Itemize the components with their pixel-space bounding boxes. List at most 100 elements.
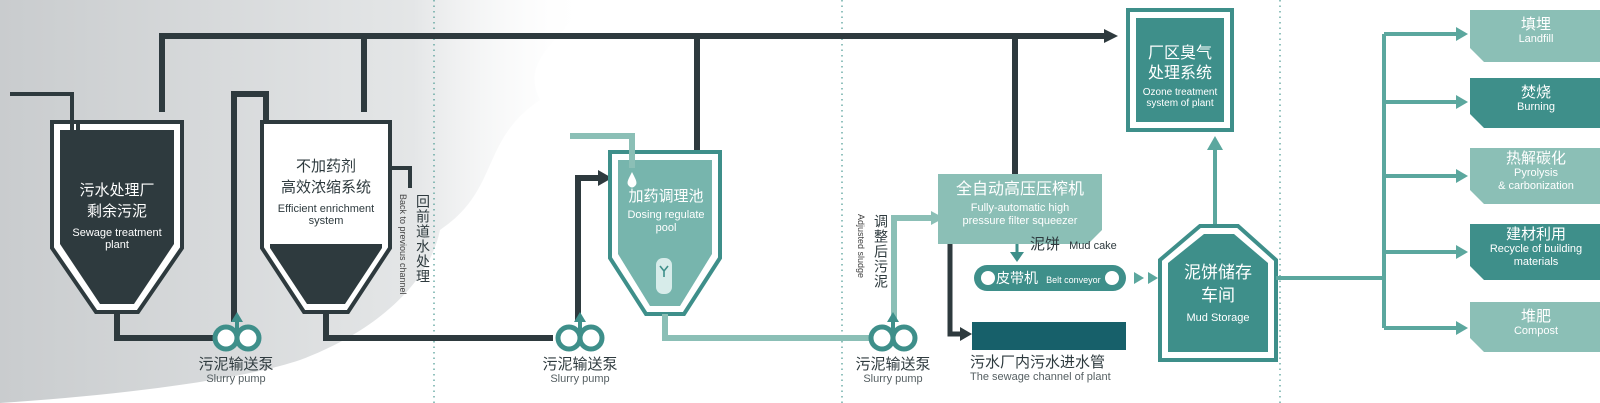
tank2-en-2: system (308, 215, 344, 228)
tank1-zh-1: 污水处理厂 (79, 181, 155, 199)
line-pump1-to-tank2 (231, 91, 269, 322)
pump-1-en: Slurry pump (206, 373, 266, 386)
channel-en: The sewage channel of plant (970, 371, 1111, 384)
exhaust-lines (159, 33, 1105, 178)
adjusted-sludge-en: Adjusted sludge (856, 214, 866, 279)
storage-label: 泥饼储存 车间 Mud Storage (1168, 263, 1268, 325)
tank2-zh-2: 高效浓缩系统 (280, 178, 371, 197)
output-landfill-zh: 填埋 (1520, 15, 1551, 33)
arrow-into-ozone (1207, 136, 1223, 150)
dosing-zh: 加药调理池 (628, 187, 704, 205)
output-pyrolysis-en-1: Pyrolysis (1513, 167, 1558, 180)
dosing-feed-line (570, 133, 635, 168)
channel-zh: 污水厂内污水进水管 (970, 353, 1106, 371)
ozone-zh-1: 厂区臭气 (1147, 43, 1212, 62)
output-landfill-label: 填埋 Landfill (1470, 15, 1600, 46)
output-compost-zh: 堆肥 (1520, 307, 1551, 325)
output-building-en-1: Recycle of building (1489, 243, 1583, 256)
output-compost-en: Compost (1513, 325, 1559, 338)
output-pyrolysis-en-2: & carbonization (1498, 179, 1574, 192)
tank2-en-1: Efficient enrichment (277, 202, 375, 215)
belt-conveyor-bar (974, 265, 1126, 291)
press-label: 全自动高压压榨机 Fully-automatic high pressure f… (940, 179, 1100, 228)
storage-zh-1: 泥饼储存 (1184, 263, 1252, 283)
pump-3-label: 污泥输送泵 Slurry pump (843, 355, 943, 386)
tank1-body (60, 130, 174, 304)
output-box-compost (1470, 302, 1600, 352)
output-burning-en: Burning (1517, 101, 1555, 114)
output-pyrolysis-label: 热解碳化 Pyrolysis & carbonization (1470, 149, 1600, 193)
mud-cake-zh: 泥饼 (1030, 235, 1061, 253)
tank1-inlet (10, 92, 80, 140)
pump-1-icon (212, 312, 262, 352)
pump-3-en: Slurry pump (863, 373, 923, 386)
tank2-overflow-line (390, 166, 412, 188)
belt-en: Belt conveyor (1046, 275, 1101, 285)
back-to-previous-zh: 回前道水处理 (414, 194, 430, 284)
press-en-2: pressure filter squeezer (962, 215, 1078, 228)
output-building-label: 建材利用 Recycle of building materials (1470, 225, 1600, 269)
exhaust-arrowhead (1104, 29, 1118, 43)
pump-3-icon (868, 312, 918, 352)
storage-zh-2: 车间 (1201, 285, 1235, 306)
line-dosing-to-pump3 (662, 314, 884, 341)
output-burning-label: 焚烧 Burning (1470, 83, 1600, 114)
line-press-to-channel (947, 244, 962, 337)
ozone-en-2: system of plant (1146, 98, 1214, 110)
dosing-en-2: pool (655, 221, 677, 234)
ozone-label: 厂区臭气 处理系统 Ozone treatment system of plan… (1136, 43, 1224, 110)
pump-3-zh: 污泥输送泵 (855, 355, 931, 373)
line-tank1-to-pump1 (114, 312, 222, 341)
press-box (938, 174, 1102, 244)
back-to-previous-en: Back to previous channel (398, 194, 408, 295)
arrow-into-channel (960, 327, 972, 341)
dosing-pool-body (618, 160, 712, 306)
line-pump3-to-press (891, 215, 934, 322)
belt-label: 皮带机 Belt conveyor (996, 269, 1101, 287)
dosing-label: 加药调理池 Dosing regulate pool (614, 187, 718, 235)
arrow-belt-2 (1148, 272, 1158, 284)
belt-zh: 皮带机 (996, 271, 1038, 287)
tank2-sludge (270, 244, 382, 304)
distribution-arrowheads (1456, 27, 1468, 335)
pump-2-icon (555, 312, 605, 352)
channel-label: 污水厂内污水进水管 The sewage channel of plant (970, 353, 1130, 384)
output-box-building (1470, 224, 1600, 280)
tank1-en-1: Sewage treatment (72, 226, 162, 239)
ozone-en-1: Ozone treatment (1142, 86, 1218, 98)
tank2-zh-1: 不加药剂 (295, 157, 356, 175)
press-en-1: Fully-automatic high (970, 202, 1070, 215)
output-box-landfill (1470, 10, 1600, 62)
output-box-burning (1470, 78, 1600, 128)
sewage-channel-bar (972, 322, 1126, 350)
mud-cake-en: Mud cake (1069, 240, 1117, 252)
pump-1-label: 污泥输送泵 Slurry pump (186, 355, 286, 386)
tank2-label: 不加药剂 高效浓缩系统 Efficient enrichment system (264, 157, 388, 228)
arrow-to-mud-cake (1010, 252, 1024, 262)
dosing-en-1: Dosing regulate (627, 209, 705, 222)
arrow-into-press (931, 211, 944, 225)
output-box-pyrolysis (1470, 148, 1600, 204)
output-building-zh: 建材利用 (1505, 225, 1566, 243)
ozone-zh-2: 处理系统 (1147, 63, 1212, 83)
arrow-belt-1 (1134, 272, 1144, 284)
tank1-zh-2: 剩余污泥 (86, 202, 147, 221)
output-pyrolysis-zh: 热解碳化 (1505, 149, 1566, 167)
line-tank2-to-pump2 (323, 312, 553, 341)
output-building-en-2: materials (1513, 255, 1559, 268)
tank1-label: 污水处理厂 剩余污泥 Sewage treatment plant (60, 181, 174, 252)
adjusted-sludge-zh: 调整后污泥 (872, 214, 888, 289)
output-compost-label: 堆肥 Compost (1470, 307, 1600, 338)
drop-icon (627, 172, 637, 188)
pump-2-zh: 污泥输送泵 (542, 355, 618, 373)
line-pump2-to-dosing (575, 175, 600, 322)
pump-2-label: 污泥输送泵 Slurry pump (530, 355, 630, 386)
output-burning-zh: 焚烧 (1520, 83, 1551, 101)
press-zh: 全自动高压压榨机 (955, 179, 1084, 198)
storage-en: Mud Storage (1186, 312, 1250, 325)
tank1-en-2: plant (105, 239, 129, 252)
pump-2-en: Slurry pump (550, 373, 610, 386)
arrow-into-dosing (598, 170, 612, 186)
